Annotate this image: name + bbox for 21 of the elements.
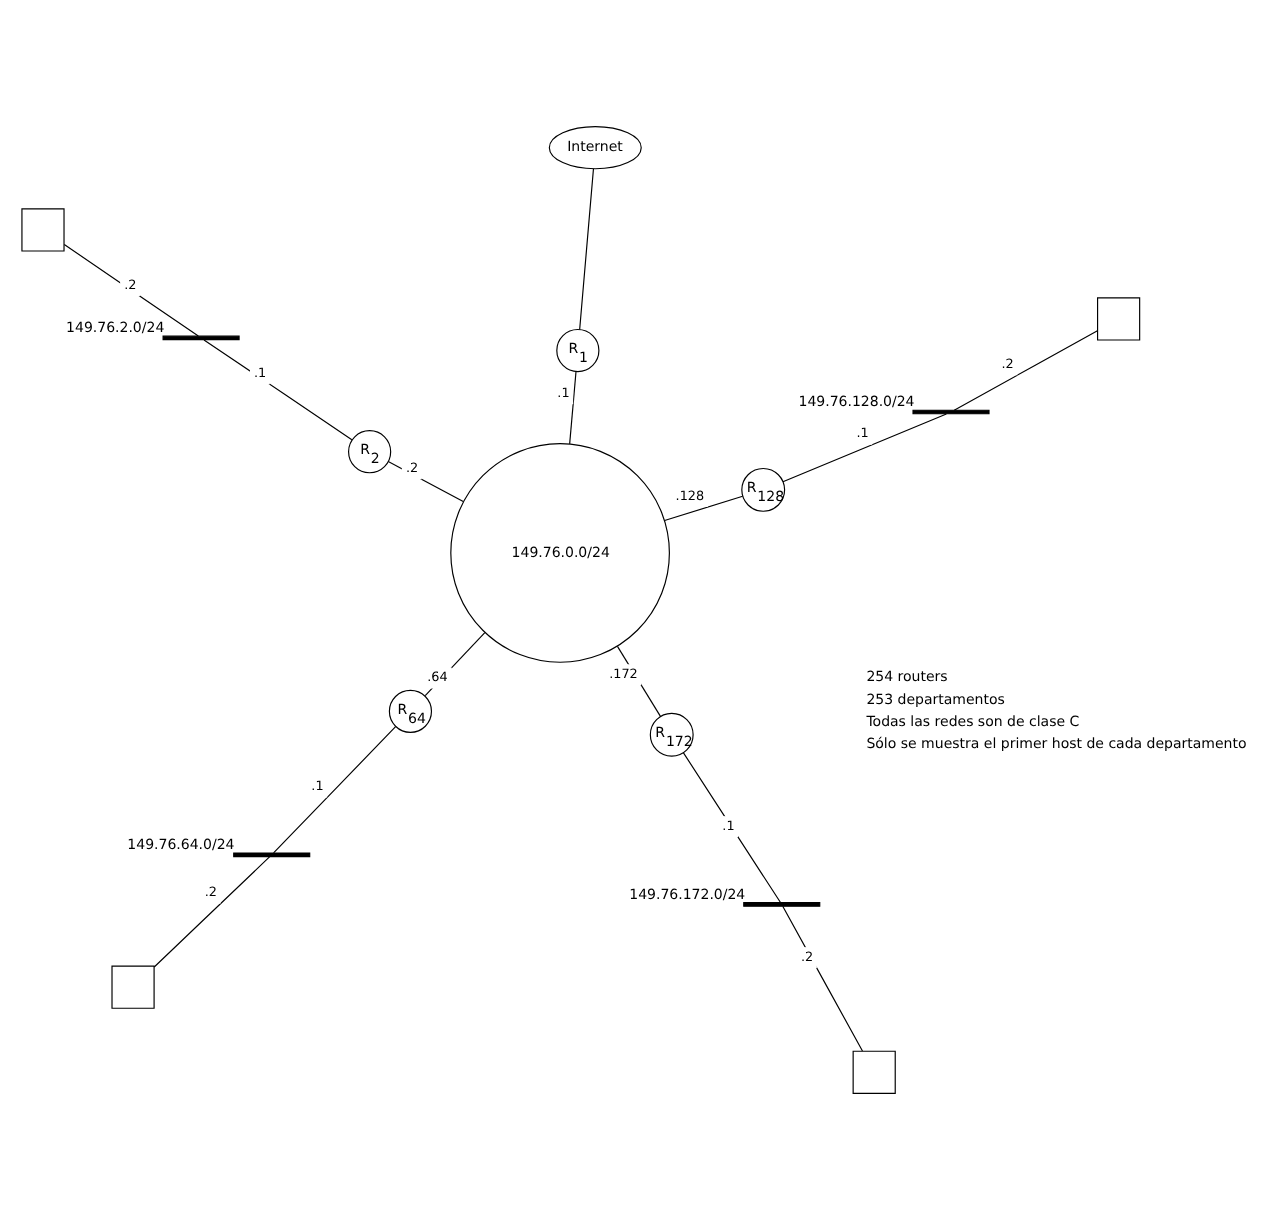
connector (782, 413, 947, 483)
node-bar (912, 409, 990, 415)
node-bar (162, 335, 240, 341)
connector (682, 752, 782, 904)
connector (153, 856, 271, 968)
node-box (111, 965, 155, 1009)
connector (579, 168, 595, 331)
connector (273, 726, 397, 854)
connector (387, 461, 464, 503)
node-bar (743, 902, 821, 907)
node-box (1097, 297, 1141, 341)
connector (63, 243, 199, 337)
connector (664, 495, 744, 522)
node-box (852, 1050, 896, 1094)
connector (953, 330, 1099, 411)
node-box (21, 208, 65, 252)
connector (782, 905, 864, 1052)
connector (569, 371, 577, 445)
node-bar (233, 852, 311, 858)
connector (616, 645, 662, 718)
connector (203, 339, 353, 441)
